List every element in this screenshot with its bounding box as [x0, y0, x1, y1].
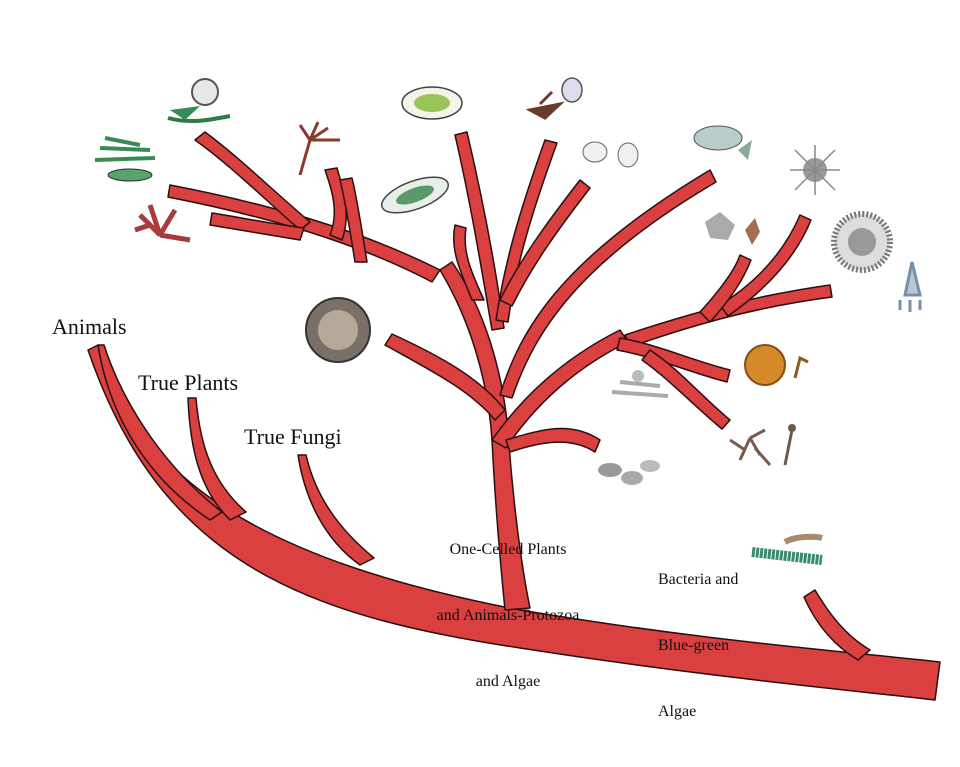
diatom-icon: [167, 78, 231, 124]
heliozoan-icon: [790, 145, 840, 195]
evolutionary-tree-diagram: Animals True Plants True Fungi One-Celle…: [52, 77, 941, 720]
true-plants-branch: [187, 397, 247, 521]
ciliate-icon: [582, 141, 639, 168]
tree-trunk: [87, 344, 941, 701]
red-seaweed-icon: [134, 204, 191, 243]
euglena-icon: [401, 86, 463, 120]
foraminifera-icon: [898, 261, 922, 312]
amoeba-icon: [693, 125, 752, 160]
hydra-icon: [298, 121, 340, 176]
label-bacteria-line3: Algae: [658, 703, 697, 720]
alga-chain-icon: [94, 136, 156, 162]
label-protozoa: One-Celled Plants and Animals-Protozoa a…: [408, 495, 608, 737]
yeast-icon: [598, 460, 660, 485]
label-protozoa-line3: and Algae: [475, 673, 541, 690]
plasmodium-icon: [744, 344, 809, 386]
cyanobacteria-icon: [751, 533, 823, 565]
protozoa-trunk: [384, 131, 717, 611]
dinoflagellate-icon: [525, 77, 583, 120]
bacteria-branch: [803, 589, 871, 661]
label-bacteria-line2: Blue-green: [658, 637, 730, 654]
cyst-icon: [305, 297, 371, 363]
label-protozoa-line2: and Animals-Protozoa: [436, 607, 580, 624]
label-true-fungi: True Fungi: [244, 424, 342, 449]
mold-icon: [729, 424, 796, 466]
label-bacteria-line1: Bacteria and: [658, 571, 739, 588]
label-protozoa-line1: One-Celled Plants: [449, 541, 567, 558]
left-upper-branch: [167, 131, 441, 283]
desmid-icon: [107, 168, 153, 182]
radiolarian-icon: [831, 211, 893, 273]
label-true-plants: True Plants: [138, 370, 239, 395]
tree-svg: [87, 77, 941, 701]
paramecium-icon: [381, 176, 449, 214]
true-fungi-branch: [297, 454, 375, 566]
label-animals: Animals: [52, 314, 127, 339]
right-branches: [616, 214, 833, 430]
stalked-protist-icon: [611, 370, 669, 398]
label-bacteria: Bacteria and Blue-green Algae: [658, 525, 738, 767]
slime-mold-icon: [705, 212, 760, 245]
